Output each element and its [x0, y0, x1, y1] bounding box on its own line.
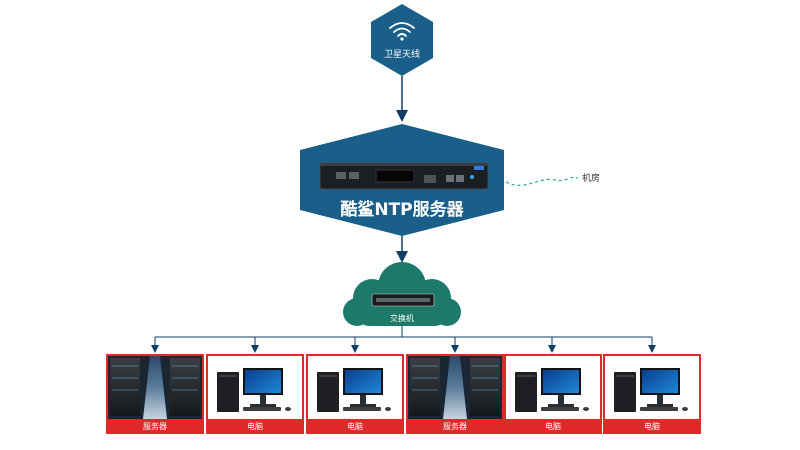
switch-device: [371, 293, 435, 307]
distribution-lines: [155, 326, 652, 338]
machine-room-link: [505, 176, 579, 186]
endpoint-label: 电脑: [247, 421, 263, 431]
ntp-server-label: 酷鲨NTP服务器: [340, 199, 464, 220]
endpoint-card-pc: 电脑: [306, 354, 404, 434]
endpoint-card-server: 服务器: [106, 354, 204, 434]
ntp-server-device: [319, 162, 489, 190]
endpoint-label: 服务器: [443, 421, 467, 431]
endpoint-card-server: 服务器: [406, 354, 504, 434]
machine-room-label: 机房: [582, 172, 600, 184]
endpoint-card-pc: 电脑: [504, 354, 602, 434]
desktop-pc-image: [515, 368, 589, 412]
endpoint-label: 电脑: [347, 421, 363, 431]
antenna-label: 卫星天线: [384, 48, 420, 60]
ntp-server-node: 酷鲨NTP服务器: [300, 124, 504, 236]
desktop-pc-image: [217, 368, 291, 412]
server-room-image: [408, 356, 502, 419]
server-room-image: [108, 356, 202, 419]
drop-arrows: [151, 337, 656, 353]
switch-label: 交换机: [390, 313, 414, 323]
endpoint-label: 电脑: [644, 421, 660, 431]
endpoint-label: 电脑: [545, 421, 561, 431]
switch-node: 交换机: [343, 262, 461, 326]
wifi-icon: [389, 22, 415, 41]
endpoint-card-pc: 电脑: [206, 354, 304, 434]
desktop-pc-image: [317, 368, 391, 412]
desktop-pc-image: [614, 368, 688, 412]
endpoint-card-pc: 电脑: [603, 354, 701, 434]
satellite-antenna-node: 卫星天线: [371, 4, 433, 76]
endpoint-label: 服务器: [143, 421, 167, 431]
